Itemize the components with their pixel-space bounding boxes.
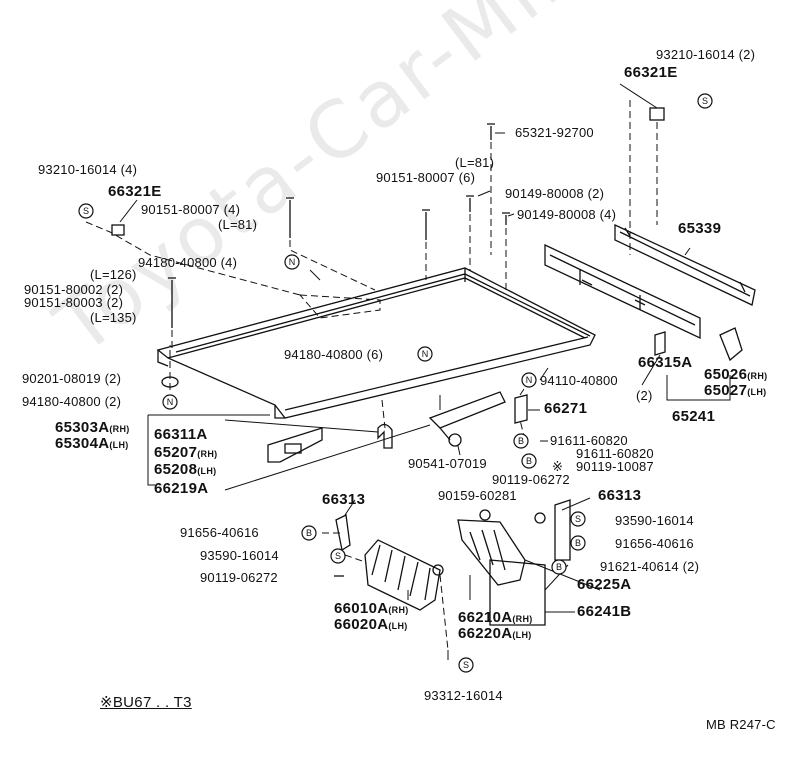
mudguard-left (335, 514, 444, 611)
label-94180-4: 94180-40800 (4) (138, 255, 238, 270)
mudguard-right (457, 499, 571, 626)
plate-66315a (654, 331, 666, 356)
svg-text:N: N (289, 257, 296, 267)
symbol-circles (78, 93, 713, 673)
bracket-65026 (719, 327, 743, 362)
label-65339: 65339 (678, 220, 722, 237)
label-65304a: 65304A(LH) (55, 435, 129, 452)
label-65208: 65208(LH) (154, 461, 217, 478)
svg-text:S: S (83, 206, 89, 216)
svg-text:S: S (463, 660, 469, 670)
leader-lines (119, 83, 731, 660)
svg-text:B: B (306, 528, 312, 538)
label-66313-r: 66313 (598, 487, 642, 504)
label-65027: 65027(LH) (704, 382, 767, 399)
cushion-right (649, 107, 665, 121)
label-93590-l: 93590-16014 (200, 548, 279, 563)
svg-text:B: B (526, 456, 532, 466)
label-66225a: 66225A (577, 576, 632, 593)
label-65241: 65241 (672, 408, 716, 425)
bolts (168, 123, 510, 577)
cross-member-65339 (614, 223, 756, 306)
brace-66219a (428, 391, 506, 441)
guide-lines (85, 100, 658, 651)
label-91656-l: 91656-40616 (180, 525, 259, 540)
label-90541: 90541-07019 (408, 456, 487, 471)
label-66321e-top: 66321E (624, 64, 678, 81)
bracket-66271 (514, 394, 528, 424)
label-l126: (L=126) (90, 267, 137, 282)
svg-text:N: N (167, 397, 174, 407)
svg-text:B: B (575, 538, 581, 548)
label-65303a: 65303A(RH) (55, 419, 130, 436)
label-91621: 91621-40614 (2) (600, 559, 700, 574)
label-l81a: (L=81) (455, 155, 495, 170)
footer-code: MB R247-C (706, 717, 776, 732)
label-94110: 94110-40800 (540, 373, 618, 388)
label-90149-2: 90149-80008 (2) (505, 186, 605, 201)
svg-text:B: B (518, 436, 524, 446)
label-66311a: 66311A (154, 426, 208, 443)
label-90119-10087: 90119-10087 (576, 459, 654, 474)
label-90119-06272-l: 90119-06272 (200, 570, 278, 585)
label-90119-06272-r: 90119-06272 (492, 472, 570, 487)
svg-text:N: N (526, 375, 533, 385)
svg-text:S: S (575, 514, 581, 524)
label-l135: (L=135) (90, 310, 137, 325)
label-65321: 65321-92700 (515, 125, 594, 140)
label-94180-2: 94180-40800 (2) (22, 394, 122, 409)
label-65207: 65207(RH) (154, 444, 218, 461)
label-90151-80007-4: 90151-80007 (4) (141, 202, 241, 217)
svg-text:S: S (335, 551, 341, 561)
label-90159: 90159-60281 (438, 488, 517, 503)
label-66313-l: 66313 (322, 491, 366, 508)
label-66271: 66271 (544, 400, 588, 417)
label-93590-r: 93590-16014 (615, 513, 694, 528)
label-l81b: (L=81) (218, 217, 258, 232)
frame-outline (156, 267, 596, 419)
label-90151-80002: 90151-80002 (2) (24, 282, 124, 297)
label-90149-4: 90149-80008 (4) (517, 207, 617, 222)
label-93210-top: 93210-16014 (2) (656, 47, 756, 62)
label-star: ※ (552, 459, 564, 474)
label-66210a: 66210A(RH) (458, 609, 533, 626)
label-65026: 65026(RH) (704, 366, 768, 383)
label-66010a: 66010A(RH) (334, 600, 409, 617)
label-66315a: 66315A (638, 354, 693, 371)
label-94180-6: 94180-40800 (6) (284, 347, 384, 362)
bracket-65241 (544, 243, 701, 340)
cushion-left (111, 224, 125, 236)
label-94110-qty: (2) (636, 388, 653, 403)
label-90201: 90201-08019 (2) (22, 371, 122, 386)
label-90151-80007-6: 90151-80007 (6) (376, 170, 476, 185)
label-66321e-left: 66321E (108, 183, 162, 200)
label-91611-a: 91611-60820 (550, 433, 628, 448)
label-66219a: 66219A (154, 480, 209, 497)
footer-note: ※BU67 . . T3 (100, 694, 192, 711)
label-91656-r: 91656-40616 (615, 536, 694, 551)
label-93210-left: 93210-16014 (4) (38, 162, 138, 177)
label-66241b: 66241B (577, 603, 632, 620)
symbol-letters: S S N N N N B B S B B B S S (83, 96, 708, 670)
svg-text:N: N (422, 349, 429, 359)
label-66220a: 66220A(LH) (458, 625, 532, 642)
bracket-65207 (267, 427, 323, 463)
svg-text:B: B (556, 562, 562, 572)
label-90151-80003: 90151-80003 (2) (24, 295, 124, 310)
label-93312: 93312-16014 (424, 688, 503, 703)
label-66020a: 66020A(LH) (334, 616, 408, 633)
nut-90541 (448, 433, 462, 447)
label-91611-b: 91611-60820 (576, 446, 654, 461)
svg-text:S: S (702, 96, 708, 106)
